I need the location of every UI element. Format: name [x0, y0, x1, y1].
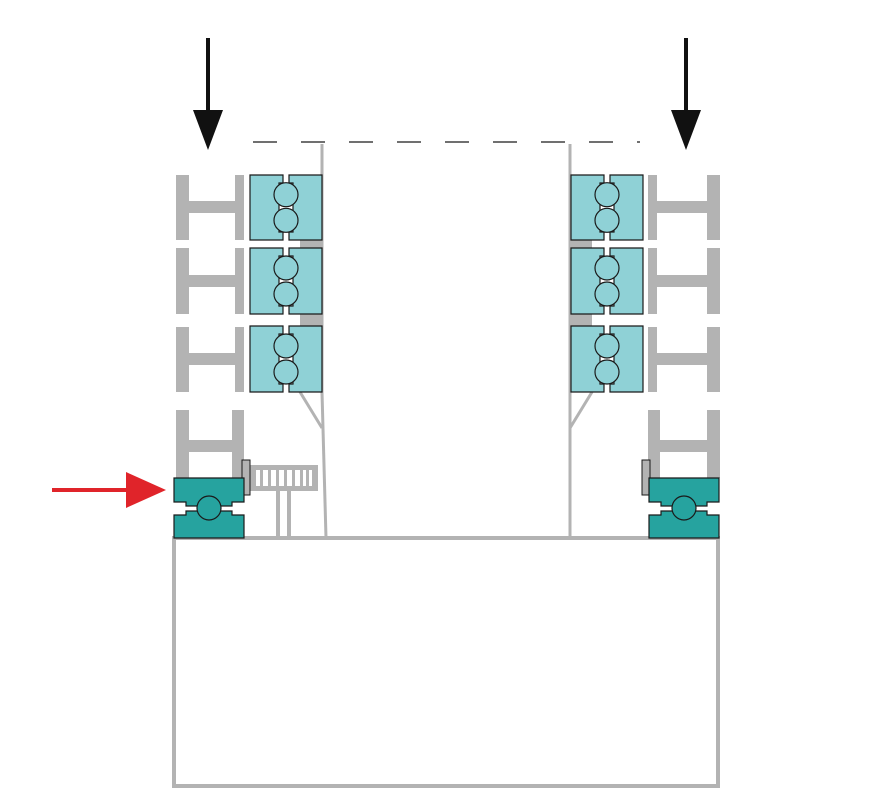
i-beam-spacer [648, 175, 720, 240]
upper-bearing [570, 174, 644, 241]
left-upper-bearing-stack [249, 174, 323, 393]
bearing-race-left [570, 325, 605, 393]
bearing-ball [273, 207, 299, 233]
bearing-spacer-blocks [300, 240, 592, 326]
lower-bearing [648, 477, 720, 539]
bearing-race-right [609, 174, 644, 241]
lower-bearing-upper-race [173, 477, 245, 507]
i-beam-spacer [176, 175, 244, 240]
bearing-ball [273, 182, 299, 208]
lower-bearing-upper-race [648, 477, 720, 507]
bearing-ball [273, 281, 299, 307]
bearing-race-right [288, 174, 323, 241]
bearing-ball [594, 281, 620, 307]
bearing-ball [273, 333, 299, 359]
lower-bearing-lower-race [648, 510, 720, 539]
base-frame [172, 536, 720, 788]
upper-bearing [249, 325, 323, 393]
bearing-ball [594, 182, 620, 208]
right-shaft-wall [568, 144, 594, 538]
right-upper-bearing-stack [570, 174, 644, 393]
upper-bearing [249, 247, 323, 315]
arrow-down-icon [671, 38, 701, 150]
bearing-race-right [609, 325, 644, 393]
lower-bearing-lower-race [173, 510, 245, 539]
lower-bearing [173, 477, 245, 539]
i-beam-spacer [176, 327, 244, 392]
bearing-ball [196, 495, 222, 521]
arrow-right-icon [52, 472, 166, 508]
i-beam-spacer [648, 327, 720, 392]
bearing-race-right [288, 325, 323, 393]
upper-bearing [570, 247, 644, 315]
lower-bearing-group [173, 477, 720, 539]
upper-bearing [249, 174, 323, 241]
bearing-race-right [609, 247, 644, 315]
bearing-race-left [570, 174, 605, 241]
comb-element [250, 465, 318, 538]
left-i-beam-stack [176, 175, 244, 478]
bearing-ball [594, 333, 620, 359]
bearing-ball [273, 255, 299, 281]
i-beam-spacer [176, 410, 244, 478]
right-i-beam-stack [648, 175, 720, 478]
upper-bearing [570, 325, 644, 393]
bearing-race-right [288, 247, 323, 315]
i-beam-spacer [648, 248, 720, 314]
bearing-race-left [570, 247, 605, 315]
bearing-ball [594, 255, 620, 281]
bearing-ball [594, 207, 620, 233]
i-beam-spacer [648, 410, 720, 478]
bearing-race-left [249, 247, 284, 315]
arrow-down-icon [193, 38, 223, 150]
bearing-ball [594, 359, 620, 385]
bearing-ball [273, 359, 299, 385]
i-beam-spacer [176, 248, 244, 314]
bearing-race-left [249, 325, 284, 393]
bearing-ball [671, 495, 697, 521]
bearing-race-left [249, 174, 284, 241]
